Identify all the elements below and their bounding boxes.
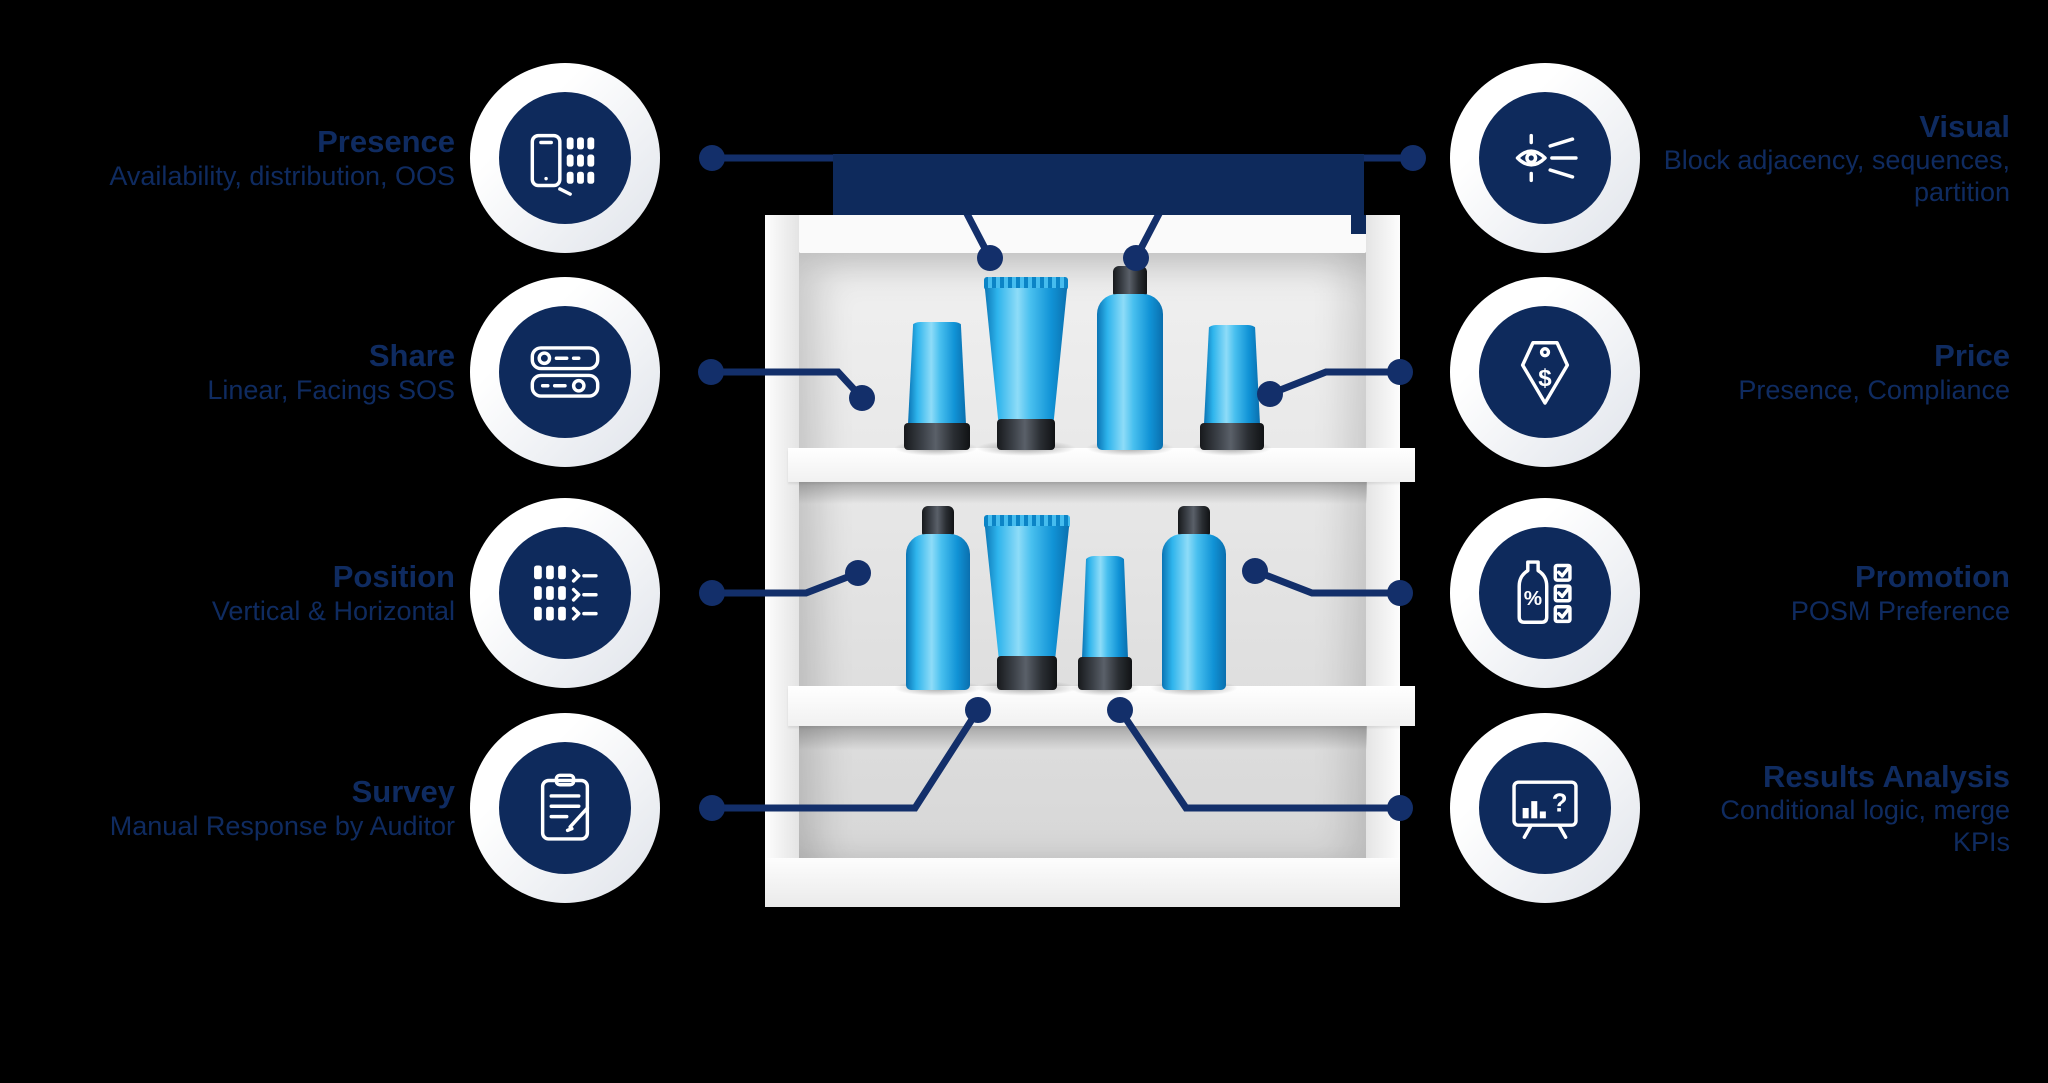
product-tube-large: [984, 288, 1068, 421]
callout-results-analysis: Results Analysis Conditional logic, merg…: [1660, 728, 2010, 888]
shelf-top-face: [765, 215, 1400, 253]
callout-presence: Presence Availability, distribution, OOS: [60, 88, 455, 228]
callout-subtitle: POSM Preference: [1790, 595, 2010, 626]
medallion-price: $: [1450, 277, 1640, 467]
medallion-presence: [470, 63, 660, 253]
medallion-position: [470, 498, 660, 688]
product-tube-small: [908, 322, 966, 424]
callout-title: Survey: [351, 774, 455, 810]
medallion-results-analysis: ?: [1450, 713, 1640, 903]
shelf-board-top: [788, 448, 1415, 482]
shelf-right-pillar: [1366, 215, 1400, 907]
medallion-promotion: %: [1450, 498, 1640, 688]
shelf-board-bottom: [788, 686, 1415, 726]
callout-subtitle: Linear, Facings SOS: [207, 374, 455, 405]
shelf-left-pillar: [765, 215, 799, 907]
callout-title: Visual: [1919, 108, 2010, 144]
product-tube-large: [984, 526, 1070, 657]
shelf-board-bottom-shadow: [799, 726, 1367, 750]
callout-position: Position Vertical & Horizontal: [60, 523, 455, 663]
medallion-visual: [1450, 63, 1640, 253]
shelf-checklist-icon: [499, 527, 631, 659]
medallion-share: [470, 277, 660, 467]
callout-subtitle: Vertical & Horizontal: [211, 595, 455, 626]
callout-title: Price: [1934, 338, 2010, 374]
svg-text:$: $: [1538, 365, 1552, 392]
product-bottle: [1097, 294, 1163, 450]
callout-subtitle: Manual Response by Auditor: [109, 810, 455, 841]
title-band-overlapped-text-tail: [1351, 215, 1366, 234]
product-cap: [922, 506, 954, 536]
title-band-overlapped-text: [833, 154, 1364, 215]
product-tube-crimp: [984, 515, 1070, 528]
product-cap: [997, 419, 1055, 450]
product-bottle: [1162, 534, 1226, 690]
product-tube-crimp: [984, 277, 1068, 290]
eye-scan-icon: [1479, 92, 1611, 224]
shelf-base: [765, 858, 1400, 907]
callout-visual: Visual Block adjacency, sequences, parti…: [1660, 78, 2010, 238]
callout-promotion: Promotion POSM Preference: [1660, 523, 2010, 663]
callout-price: Price Presence, Compliance: [1660, 302, 2010, 442]
callout-title: Position: [332, 559, 455, 595]
callout-title: Results Analysis: [1763, 758, 2010, 794]
product-cap: [1078, 657, 1132, 690]
analytics-board-icon: ?: [1479, 742, 1611, 874]
clipboard-pencil-icon: [499, 742, 631, 874]
svg-text:%: %: [1524, 587, 1542, 610]
callout-subtitle: Conditional logic, merge KPIs: [1720, 794, 2010, 857]
product-cap: [904, 423, 970, 450]
product-cap: [1113, 266, 1147, 296]
svg-text:?: ?: [1552, 789, 1568, 817]
shelf-cavity: [799, 252, 1367, 860]
callout-subtitle: Availability, distribution, OOS: [109, 160, 455, 191]
product-cap: [997, 656, 1057, 690]
product-cap: [1178, 506, 1210, 536]
callout-title: Promotion: [1855, 559, 2010, 595]
callout-title: Presence: [317, 124, 455, 160]
medallion-survey: [470, 713, 660, 903]
callout-subtitle: Block adjacency, sequences, partition: [1663, 144, 2010, 207]
shelf-board-top-shadow: [799, 482, 1367, 504]
callout-title: Share: [368, 338, 455, 374]
product-tube-small: [1204, 325, 1260, 424]
shelf-rows-icon: [499, 306, 631, 438]
phone-shelf-icon: [499, 92, 631, 224]
product-bottle: [906, 534, 970, 690]
callout-share: Share Linear, Facings SOS: [60, 302, 455, 442]
promo-checklist-icon: %: [1479, 527, 1611, 659]
product-cap: [1200, 423, 1264, 450]
product-tube-small: [1082, 556, 1128, 658]
price-tag-icon: $: [1479, 306, 1611, 438]
callout-survey: Survey Manual Response by Auditor: [60, 738, 455, 878]
callout-subtitle: Presence, Compliance: [1738, 374, 2010, 405]
